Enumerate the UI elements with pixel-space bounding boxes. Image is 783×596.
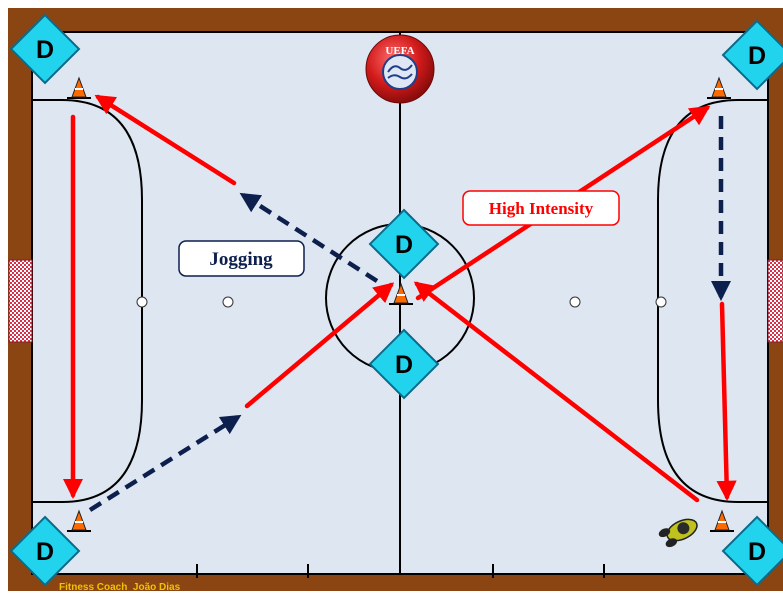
right-penalty-spot [655,296,667,308]
svg-text:UEFA: UEFA [385,45,414,57]
left-goal-net-icon [8,259,33,343]
sprint-arrow-right-down [716,301,737,502]
svg-text:High Intensity: High Intensity [489,199,594,218]
high-intensity-arrows [62,94,737,503]
jog-arrow-bottom-left-up [88,414,242,512]
left-second-penalty-spot [222,296,234,308]
sprint-arrow-center-to-top-left [94,94,237,186]
svg-text:D: D [395,351,413,379]
sprint-arrow-to-center [244,282,395,409]
jogging-arrows [88,116,732,512]
svg-text:D: D [748,538,766,566]
defender-marker-icon: D [368,328,440,400]
cone-icon [707,76,731,99]
jog-arrow-center-to-left [239,192,379,283]
defender-marker-icon: D [721,19,783,91]
jogging-label: Jogging [178,240,305,277]
defender-marker-icon: D [9,13,81,85]
player-icon [658,518,698,548]
cone-icon [710,509,734,532]
right-goal-net-icon [767,259,783,343]
left-penalty-spot [136,296,148,308]
cone-icon [67,509,91,532]
svg-text:Jogging: Jogging [209,249,273,270]
cone-icon [67,76,91,99]
uefa-logo-icon: UEFA [365,34,435,104]
right-second-penalty-spot [569,296,581,308]
defender-marker-icon: D [9,515,81,587]
svg-text:D: D [748,42,766,70]
svg-text:D: D [36,36,54,64]
substitution-zone-ticks [196,564,605,578]
high-intensity-label: High Intensity [462,190,620,226]
credit-text: Fitness Coach João Dias [59,582,181,591]
svg-text:D: D [395,231,413,259]
sprint-arrow-bottom-right-to-center [413,281,700,503]
defender-marker-icon: D [368,208,440,280]
cone-icon [389,282,413,305]
cones [67,76,734,532]
defender-marker-icon: D [721,515,783,587]
svg-text:D: D [36,538,54,566]
defender-markers: D D D D D D [9,13,783,587]
